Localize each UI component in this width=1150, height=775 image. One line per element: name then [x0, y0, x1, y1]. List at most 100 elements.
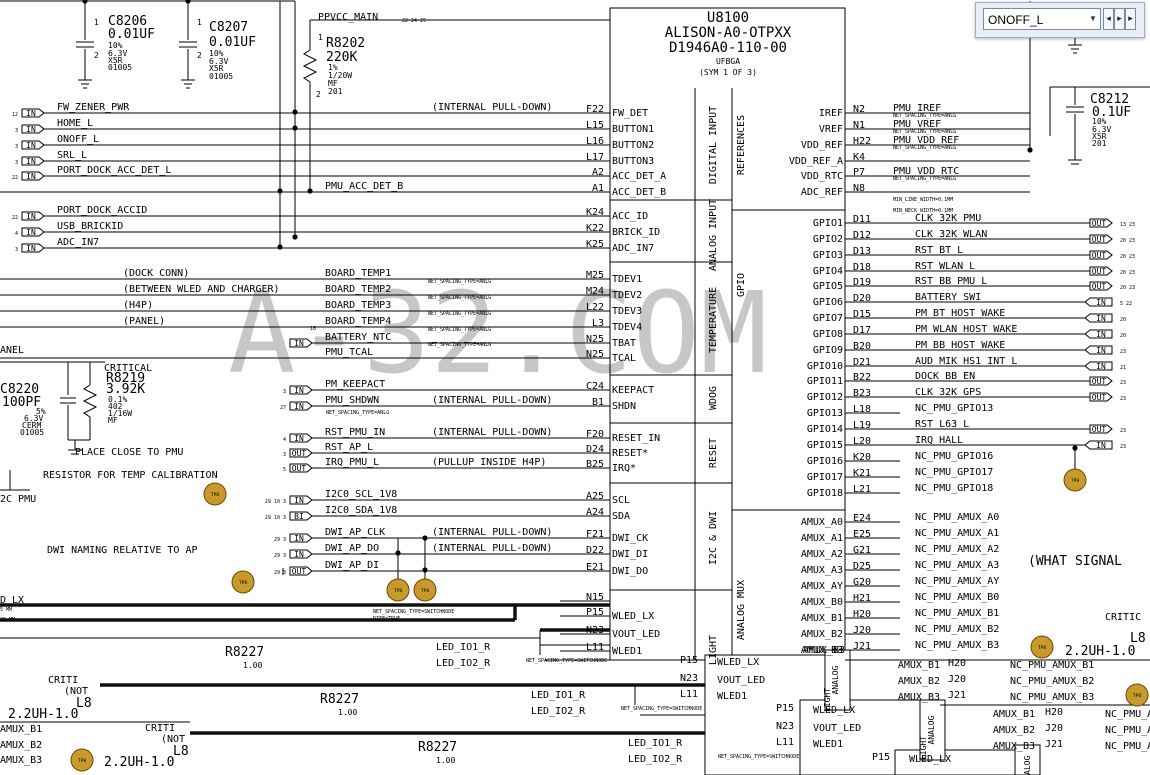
port-flag-label: OUT — [292, 464, 307, 473]
chip-pin-name: VREF — [819, 124, 843, 135]
net-label: PM_WLAN_HOST_WAKE — [915, 324, 1017, 335]
net-spacing-note: NET_SPACING_TYPE=ANLG — [428, 342, 491, 348]
inductor-ref: L8 — [76, 696, 92, 711]
chip-pin-name: GPIO8 — [813, 329, 843, 340]
chip-pin-name: ACC_ID — [612, 211, 648, 222]
port-flag-out — [1089, 392, 1113, 402]
pin-two: 2 — [197, 51, 202, 60]
chip-pin-number: D22 — [586, 545, 604, 556]
chip-pin-number: F20 — [586, 429, 604, 440]
net-label: LED_IO2_R — [436, 658, 491, 669]
chip-pin-name: AMUX_A1 — [801, 533, 843, 544]
net-rule-note: 5 MM — [0, 607, 12, 613]
junction-dot — [292, 125, 298, 131]
test-point-label: TP8 — [211, 492, 219, 498]
port-flag-bi — [289, 511, 313, 521]
pin-two: 2 — [94, 51, 99, 60]
net-label: ADC_IN7 — [57, 237, 99, 248]
cap-volt: 6.3V — [24, 414, 43, 423]
chip-pin-number: L11 — [586, 642, 604, 653]
nav-first-icon[interactable]: ◂ — [1103, 8, 1114, 30]
net-label: CLK_32K_PMU — [915, 213, 981, 224]
chip-section-label: TEMPERATURE — [708, 287, 719, 353]
port-flag-label: OUT — [1092, 219, 1107, 228]
chip-pin-name: BUTTON3 — [612, 156, 654, 167]
chip-pin-name: GPIO17 — [807, 472, 843, 483]
test-point-label: TP8 — [78, 758, 86, 764]
chip-pin-number: N25 — [586, 349, 604, 360]
resistor-power: 1/16W — [108, 409, 132, 418]
chip-pin-number: H20 — [948, 658, 966, 669]
net-spacing-note: NET_SPACING_TYPE=ANLG — [428, 327, 491, 333]
chip-pin-number: K4 — [853, 152, 865, 163]
chip-pin-number: E25 — [853, 529, 871, 540]
test-point — [1063, 468, 1087, 492]
net-label: NC_PMU_AMUX_B1 — [1105, 709, 1150, 720]
chip-pin-name: SHDN — [612, 401, 636, 412]
chip-pin-number: B23 — [853, 388, 871, 399]
chip-pin-number: J21 — [1045, 739, 1063, 750]
chip-pin-number: J20 — [948, 674, 966, 685]
chip-section-label: ANALOG MUX — [736, 580, 747, 640]
chip-pin-number: N1 — [853, 120, 865, 131]
chip-pin-number: M24 — [586, 286, 604, 297]
nav-last-icon[interactable]: ▸ — [1125, 8, 1136, 30]
chip-pin-number: N23 — [776, 721, 794, 732]
port-flag-in — [289, 549, 313, 559]
cap-ref: C8206 — [108, 14, 147, 29]
test-point-label: TP8 — [1133, 693, 1141, 699]
chip-pin-number: N2 — [853, 104, 865, 115]
net-label: NC_PMU_AMUX_B1 — [1010, 660, 1094, 671]
chip-pin-number: D13 — [853, 246, 871, 257]
port-pin-refs: 3 — [15, 128, 18, 134]
resistor-size: 201 — [328, 87, 343, 96]
nav-next-icon[interactable]: ▸ — [1114, 8, 1125, 30]
chip-section-label: RESET — [708, 438, 719, 468]
resistor-tol: 1% — [328, 63, 338, 72]
net-label: NC_PMU_AMUX_B3 — [1010, 692, 1094, 703]
port-flag-in — [289, 385, 313, 395]
net-label: FW_ZENER_PWR — [57, 102, 130, 113]
chip-pin-number: P7 — [853, 167, 865, 178]
inductor-value: 2.2UH-1.0 — [8, 707, 78, 722]
chip-pin-name: GPIO14 — [807, 424, 843, 435]
port-pin-refs: 29 3 — [274, 537, 286, 543]
chip-section-label: LIGHT — [708, 635, 719, 665]
net-label: RST_WLAN_L — [915, 261, 975, 272]
net-spacing-note: NET_SPACING_TYPE=ANLG — [893, 113, 956, 119]
port-pin-refs: 3 — [15, 160, 18, 166]
chip-pin-name: GPIO4 — [813, 266, 843, 277]
port-pin-refs: 20 23 — [1120, 270, 1135, 276]
chip-pin-number: N23 — [680, 673, 698, 684]
net-label: PMU_VDD_RTC — [893, 166, 959, 177]
chip-pin-number: L22 — [586, 302, 604, 313]
net-label: NC_PMU_AMUX_B3 — [915, 640, 999, 651]
chevron-down-icon[interactable]: ▼ — [1089, 14, 1097, 23]
port-pin-refs: 22 — [12, 215, 18, 221]
inductor-value: 2.2UH-1.0 — [1065, 644, 1135, 659]
power-net-label: PPVCC_MAIN — [318, 12, 378, 23]
chip-pin-name: AMUX_B1 — [993, 709, 1035, 720]
chip-pin-number: J20 — [853, 625, 871, 636]
chip-pin-name: GPIO12 — [807, 392, 843, 403]
chip-pin-name: AMUX_B2 — [801, 629, 843, 640]
annotation-text: DWI NAMING RELATIVE TO AP — [47, 545, 198, 556]
chip-pin-number: D25 — [853, 561, 871, 572]
chip-pin-name: GPIO13 — [807, 408, 843, 419]
net-spacing-note: NET_SPACING_TYPE=ANLG — [326, 410, 389, 416]
net-select[interactable]: ONOFF_L ▼ — [983, 8, 1101, 30]
net-label: PORT_DOCK_ACC_DET_L — [57, 165, 171, 176]
port-flag-in — [1084, 440, 1113, 450]
chip-u8100-body[interactable] — [609, 7, 846, 661]
chip-pin-name: TBAT — [612, 338, 636, 349]
chip-pin-number: D18 — [853, 262, 871, 273]
junction-dot — [395, 550, 401, 556]
chip-pin-name: VOUT_LED — [612, 629, 660, 640]
net-label: DWI_AP_DI — [325, 560, 379, 571]
chip-pin-name: VDD_REF — [801, 140, 843, 151]
cap-tol: 10% — [1092, 117, 1107, 126]
annotation-text: RESISTOR FOR TEMP CALIBRATION — [43, 470, 218, 481]
resistor-type: MF — [108, 416, 118, 425]
chip-pin-number: P15 — [776, 703, 794, 714]
